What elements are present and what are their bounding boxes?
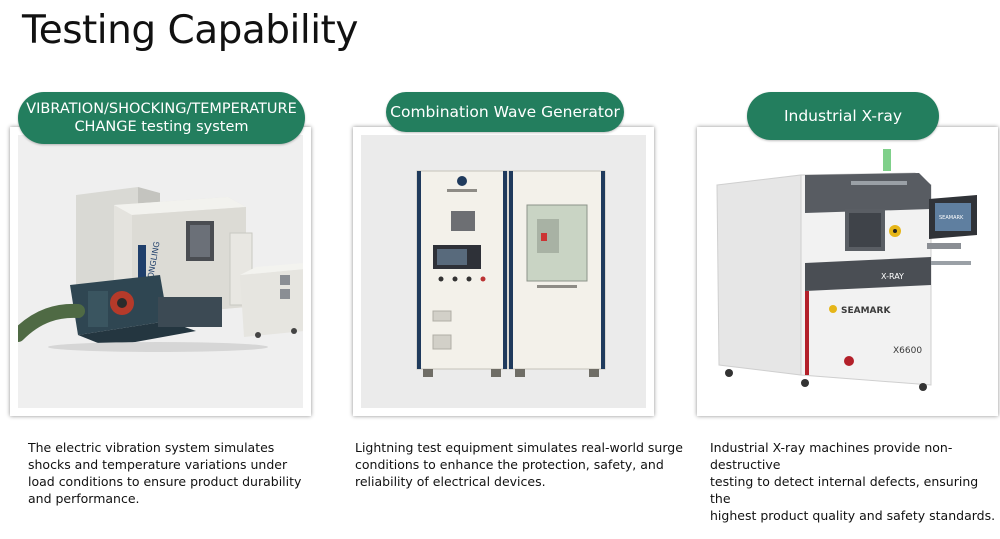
xray-model-text: X6600 [893,346,922,356]
xray-description: Industrial X-ray machines provide non-de… [710,439,1000,524]
wave-generator-description-line: reliability of electrical devices. [355,474,546,489]
xray-description-line: highest product quality and safety stand… [710,508,996,523]
vibration-description-line: load conditions to ensure product durabi… [28,474,302,489]
xray-description-line: Industrial X-ray machines provide non-de… [710,440,953,472]
card-industrial-xray: X-RAY SEAMARK X6600 SEAMARK [697,127,998,416]
wave-generator-description: Lightning test equipment simulates real-… [355,439,683,490]
vibration-description-line: and performance. [28,491,140,506]
card-vibration-system: DONGLING [10,127,311,416]
wave-generator-label: Combination Wave Generator [386,92,624,132]
wave-generator-description-line: conditions to enhance the protection, sa… [355,457,664,472]
vibration-machine-illustration: DONGLING [18,135,303,408]
xray-label: Industrial X-ray [747,92,939,140]
vibration-system-photo: DONGLING [18,135,303,408]
xray-machine-illustration: X-RAY SEAMARK X6600 SEAMARK [705,135,990,408]
vibration-system-label: VIBRATION/SHOCKING/TEMPERATURE CHANGE te… [18,92,305,144]
page-title: Testing Capability [22,8,358,53]
vibration-label-line1: VIBRATION/SHOCKING/TEMPERATURE [26,101,297,117]
vibration-description-line: shocks and temperature variations under [28,457,288,472]
vibration-label-line2: CHANGE testing system [74,119,249,135]
wave-generator-illustration [361,135,646,408]
xray-screen-brand: SEAMARK [939,215,964,221]
xray-description-line: testing to detect internal defects, ensu… [710,474,979,506]
vibration-description: The electric vibration system simulates … [28,439,301,507]
card-combination-wave-generator [353,127,654,416]
xray-brand-text: SEAMARK [841,306,891,316]
xray-photo: X-RAY SEAMARK X6600 SEAMARK [705,135,990,408]
wave-generator-description-line: Lightning test equipment simulates real-… [355,440,683,455]
xray-banner-text: X-RAY [881,272,904,281]
vibration-description-line: The electric vibration system simulates [28,440,275,455]
wave-generator-photo [361,135,646,408]
